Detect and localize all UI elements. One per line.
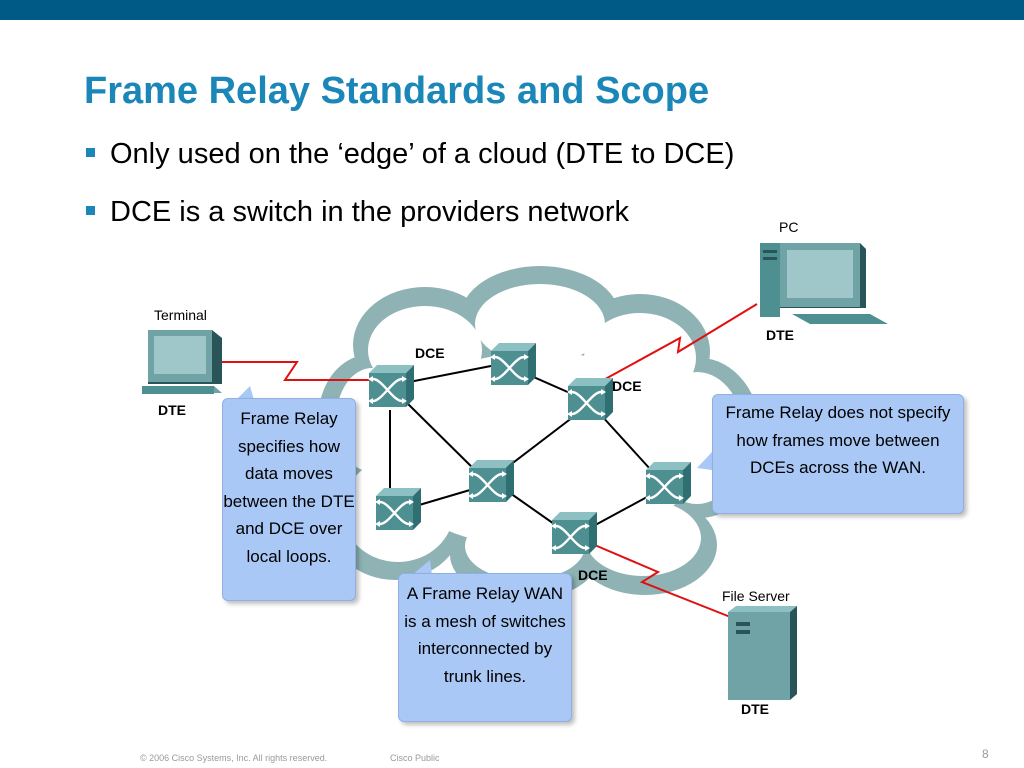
- callout-pointer: [412, 560, 432, 575]
- switch-icon: [466, 458, 516, 504]
- switch-icon: [373, 486, 423, 532]
- bullet-square-icon: [86, 206, 95, 215]
- local-loops: [220, 303, 758, 621]
- switch-icon: [643, 460, 693, 506]
- switch-icon: [565, 376, 615, 422]
- dce-label: DCE: [578, 567, 608, 583]
- switch-icon: [366, 363, 416, 409]
- switch-icon: [488, 341, 538, 387]
- bullet-item: DCE is a switch in the providers network: [86, 196, 629, 229]
- dce-label: DCE: [612, 378, 642, 394]
- file-server-dte-label: DTE: [741, 701, 769, 717]
- pc-dte-label: DTE: [766, 327, 794, 343]
- bullet-item: Only used on the ‘edge’ of a cloud (DTE …: [86, 138, 734, 171]
- callout-wan: Frame Relay does not specify how frames …: [712, 394, 964, 514]
- callout-pointer: [697, 452, 712, 470]
- callout-local-loop: Frame Relay specifies how data moves bet…: [222, 398, 356, 601]
- file-server-icon: [728, 606, 797, 700]
- bullet-text: DCE is a switch in the providers network: [110, 196, 629, 228]
- terminal-dte-label: DTE: [158, 402, 186, 418]
- footer-copyright: © 2006 Cisco Systems, Inc. All rights re…: [140, 753, 328, 763]
- header-bar: [0, 0, 1024, 20]
- switch-icon: [549, 510, 599, 556]
- page-number: 8: [982, 747, 989, 761]
- bullet-text: Only used on the ‘edge’ of a cloud (DTE …: [110, 138, 735, 170]
- terminal-icon: [142, 330, 222, 394]
- dce-label: DCE: [415, 345, 445, 361]
- callout-mesh: A Frame Relay WAN is a mesh of switches …: [398, 573, 572, 722]
- bullet-square-icon: [86, 148, 95, 157]
- footer-classification: Cisco Public: [390, 753, 440, 763]
- terminal-label: Terminal: [154, 307, 207, 323]
- callout-pointer: [236, 386, 254, 400]
- pc-icon: [760, 243, 888, 324]
- file-server-label: File Server: [722, 588, 790, 604]
- slide-title: Frame Relay Standards and Scope: [84, 70, 710, 112]
- pc-label: PC: [779, 219, 798, 235]
